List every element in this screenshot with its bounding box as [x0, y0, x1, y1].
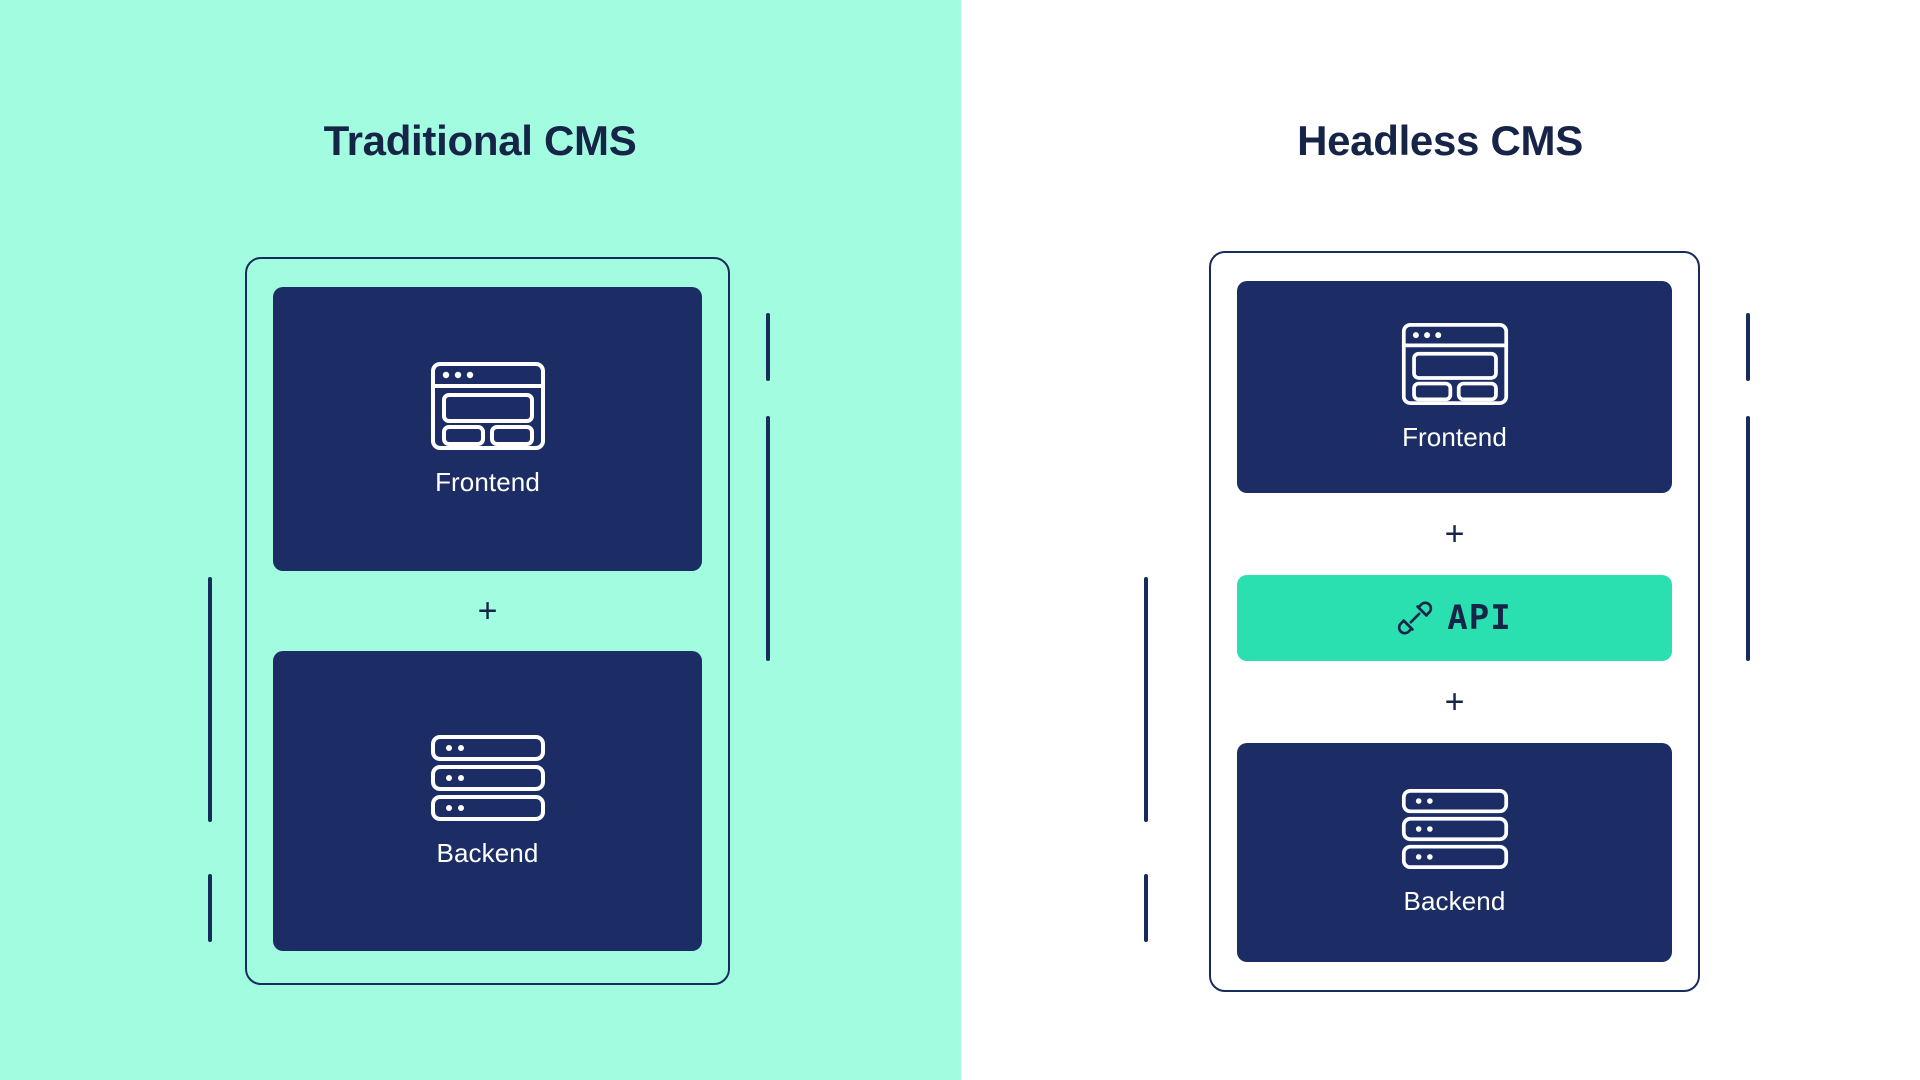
stack-frame-traditional: Frontend + — [245, 257, 730, 985]
bracket-line-right-short — [766, 313, 770, 381]
browser-window-icon — [430, 361, 546, 451]
plus-separator-2: + — [1444, 682, 1465, 721]
stack-frame-headless: Frontend + API — [1209, 251, 1700, 992]
server-stack-icon — [430, 734, 546, 822]
stack-inner-headless: Frontend + API — [1211, 253, 1698, 990]
plus-separator-1: + — [1444, 515, 1465, 554]
browser-window-icon — [1401, 322, 1509, 406]
page-title-traditional: Traditional CMS — [323, 117, 637, 164]
plug-connector-icon — [1397, 600, 1433, 636]
card-frontend[interactable]: Frontend — [1237, 281, 1672, 494]
card-backend[interactable]: Backend — [1237, 742, 1672, 963]
server-stack-icon — [1401, 788, 1509, 870]
bracket-line-left-long — [208, 577, 212, 822]
card-api-label: API — [1447, 598, 1512, 639]
page-title-headless: Headless CMS — [1297, 117, 1583, 164]
card-frontend[interactable]: Frontend — [273, 287, 702, 571]
plus-separator-1: + — [477, 592, 498, 630]
card-backend[interactable]: Backend — [273, 651, 702, 951]
bracket-line-left-short — [1144, 874, 1148, 942]
bracket-line-left-long — [1144, 577, 1148, 822]
bracket-line-right-short — [1746, 313, 1750, 381]
bracket-line-right-long — [766, 416, 770, 661]
card-frontend-label: Frontend — [435, 466, 540, 497]
card-api[interactable]: API — [1237, 575, 1672, 661]
card-backend-label: Backend — [1403, 885, 1506, 916]
bracket-line-right-long — [1746, 416, 1750, 661]
card-backend-label: Backend — [436, 837, 539, 868]
card-frontend-label: Frontend — [1402, 421, 1507, 452]
stack-inner-traditional: Frontend + — [247, 259, 728, 983]
panel-traditional-cms: Traditional CMS — [208, 117, 770, 985]
panel-headless-cms: Headless CMS — [960, 0, 1920, 1080]
bracket-line-left-short — [208, 874, 212, 942]
